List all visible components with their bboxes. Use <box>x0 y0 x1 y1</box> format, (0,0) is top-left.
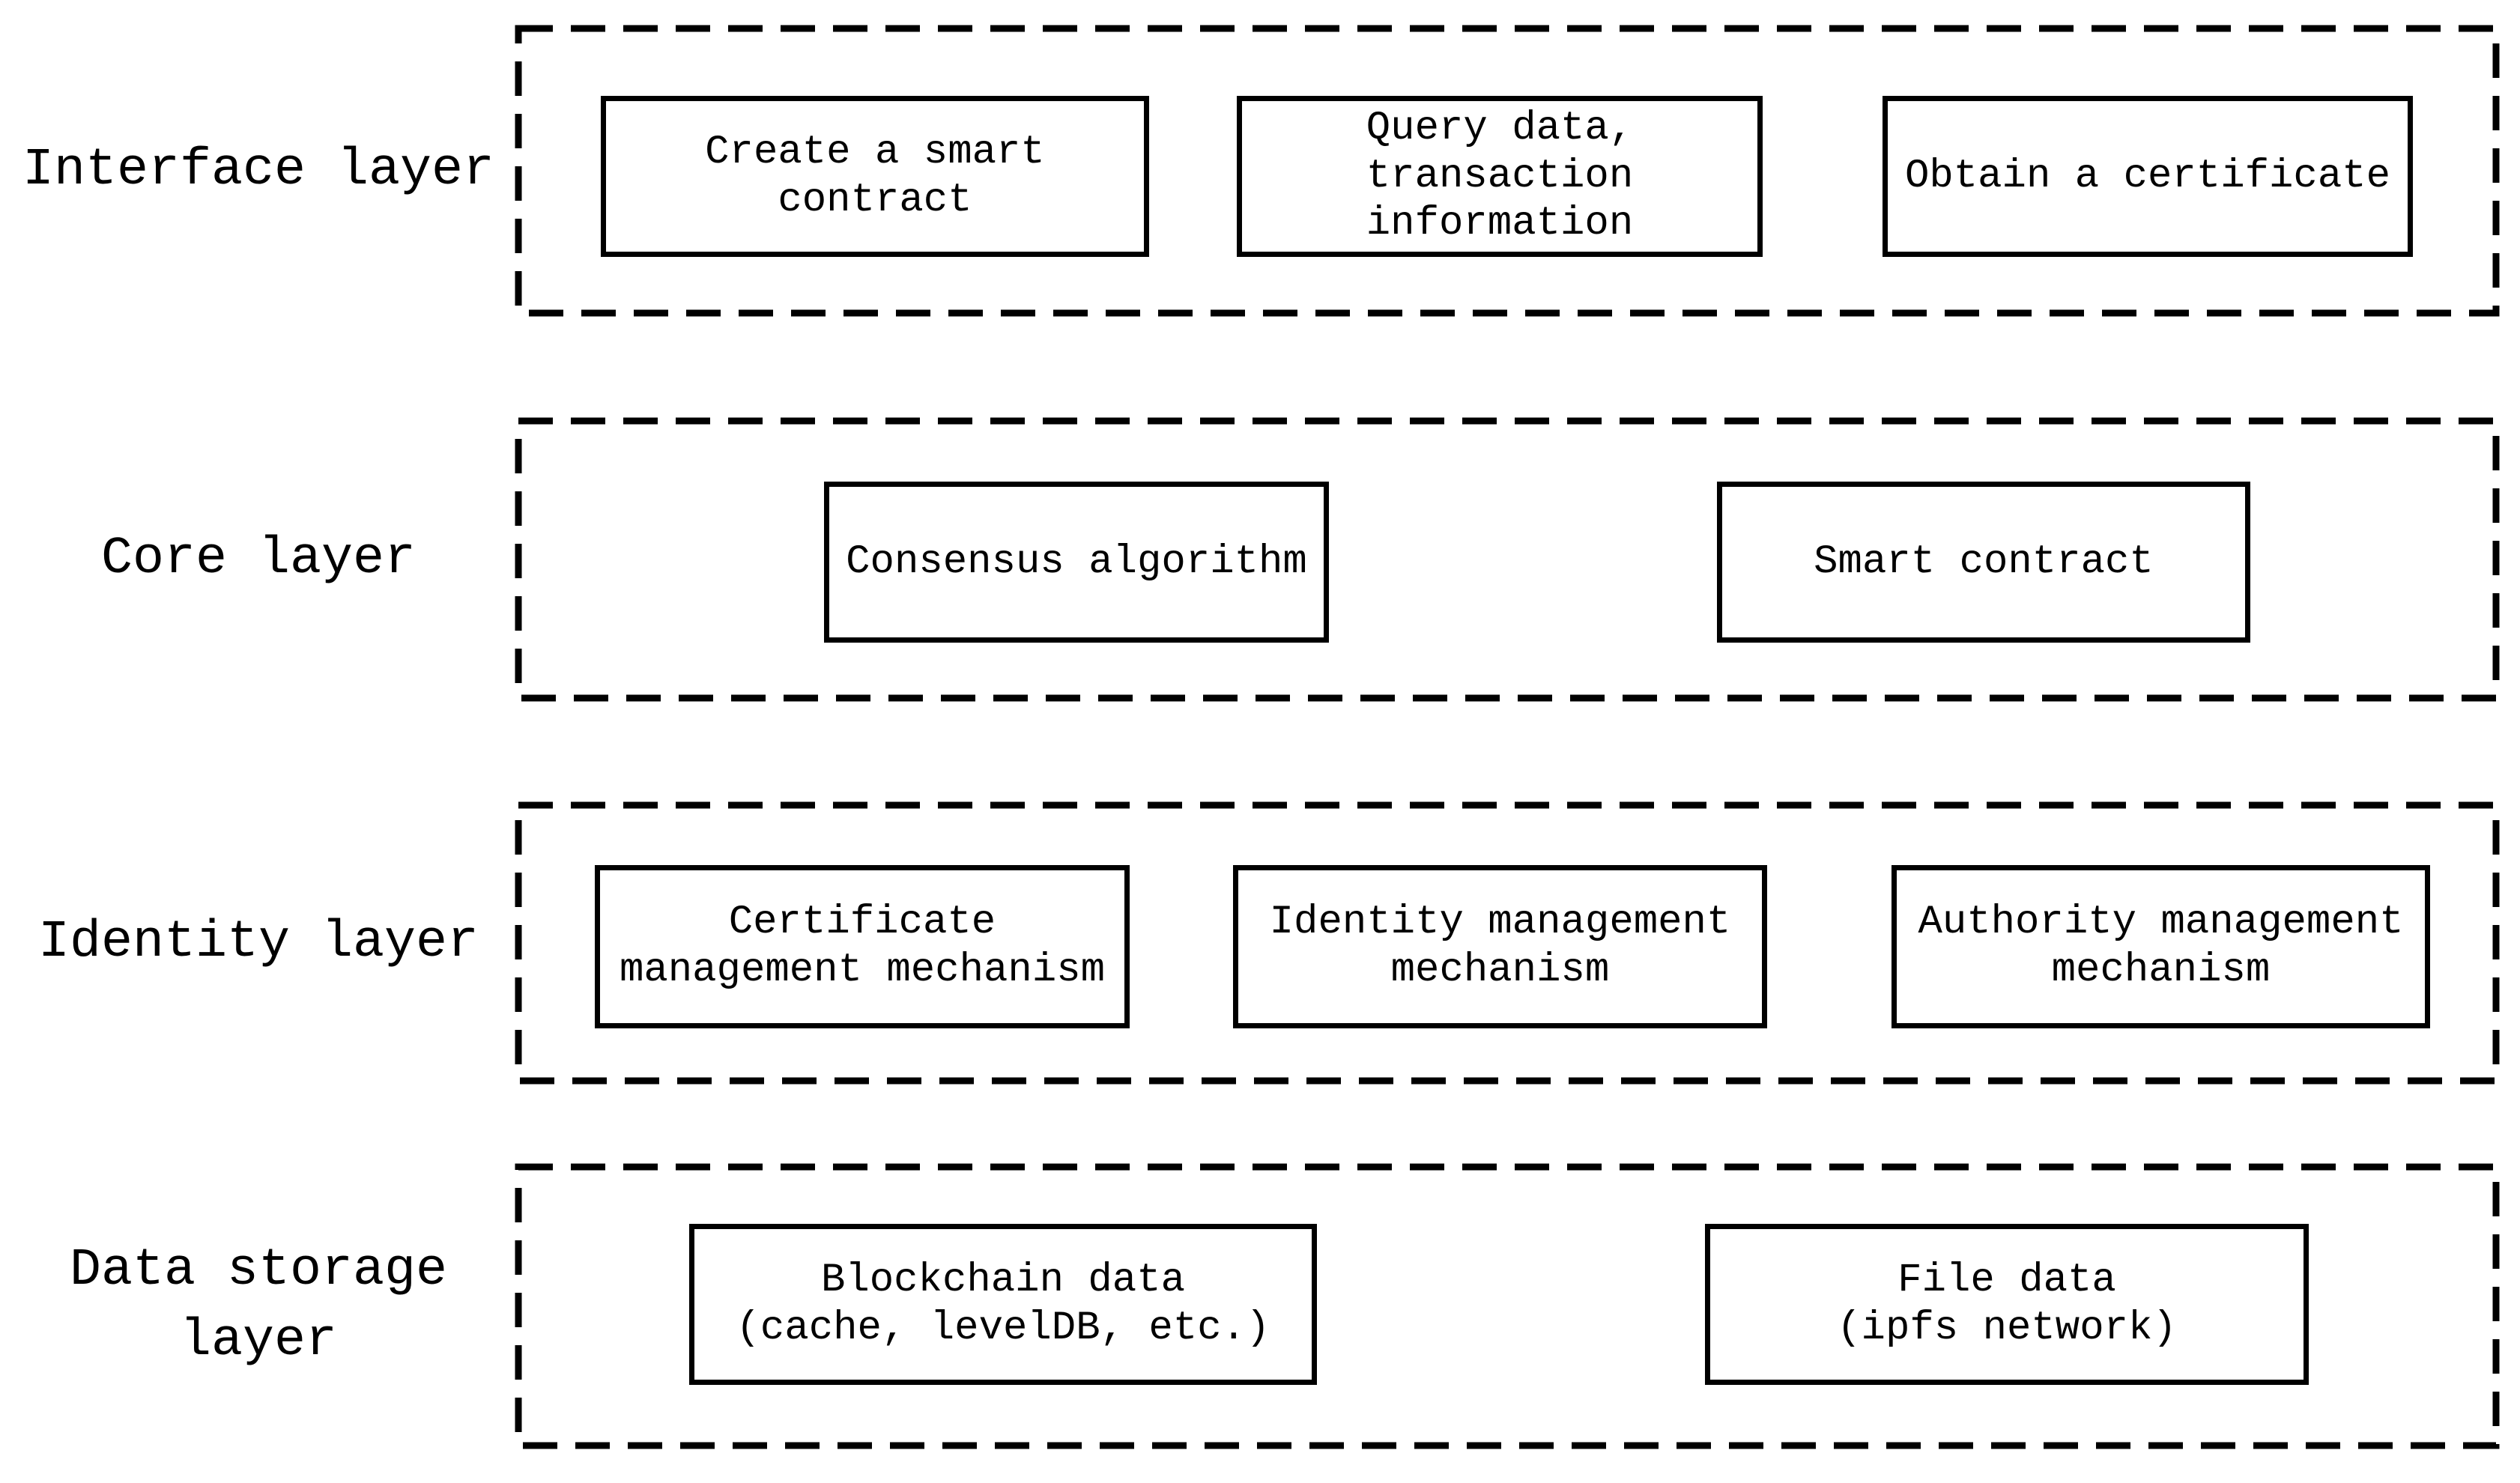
diagram-box-blockchain-data: Blockchain data (cache, levelDB, etc.) <box>689 1224 1317 1385</box>
layer-label-identity: Identity layer <box>0 801 517 1085</box>
box-label: Blockchain data (cache, levelDB, etc.) <box>736 1257 1270 1351</box>
layer-row-core: Core layer Consensus algorithm Smart con… <box>0 417 2520 702</box>
layer-label-text: Identity layer <box>37 912 479 972</box>
box-label: Consensus algorithm <box>846 539 1307 585</box>
box-label: Certificate management mechanism <box>619 900 1106 993</box>
diagram-box-consensus-algorithm: Consensus algorithm <box>824 482 1329 643</box>
layer-frame-core: Consensus algorithm Smart contract <box>515 417 2500 702</box>
box-label: Obtain a certificate <box>1904 153 2391 199</box>
layer-frame-data-storage: Blockchain data (cache, levelDB, etc.) F… <box>515 1163 2500 1449</box>
layer-frame-identity: Certificate management mechanism Identit… <box>515 801 2500 1085</box>
box-label: Smart contract <box>1814 539 2154 585</box>
dashed-border <box>515 801 2500 1085</box>
diagram-box-certificate-management: Certificate management mechanism <box>595 865 1130 1028</box>
diagram-box-identity-management: Identity management mechanism <box>1233 865 1767 1028</box>
box-label: Identity management mechanism <box>1269 900 1731 993</box>
layer-row-data-storage: Data storage layer Blockchain data (cach… <box>0 1163 2520 1449</box>
diagram-box-obtain-certificate: Obtain a certificate <box>1883 96 2413 257</box>
box-label: Create a smart contract <box>705 129 1045 223</box>
layer-label-core: Core layer <box>0 417 517 702</box>
layer-label-text: Core layer <box>100 529 417 589</box>
layer-label-data-storage: Data storage layer <box>0 1163 517 1449</box>
layer-label-text: Interface layer <box>22 140 495 200</box>
box-label: File data (ipfs network) <box>1837 1257 2177 1351</box>
layer-row-identity: Identity layer Certificate management me… <box>0 801 2520 1085</box>
diagram-box-authority-management: Authority management mechanism <box>1891 865 2430 1028</box>
layer-frame-interface: Create a smart contract Query data, tran… <box>515 25 2500 317</box>
dashed-border <box>515 1163 2500 1449</box>
diagram-box-file-data: File data (ipfs network) <box>1705 1224 2309 1385</box>
box-label: Query data, transaction information <box>1366 105 1634 247</box>
dashed-border <box>515 417 2500 702</box>
diagram-box-query-data: Query data, transaction information <box>1237 96 1763 257</box>
layer-label-text: Data storage layer <box>69 1240 448 1371</box>
layer-row-interface: Interface layer Create a smart contract … <box>0 25 2520 317</box>
diagram-box-create-smart-contract: Create a smart contract <box>601 96 1149 257</box>
diagram-box-smart-contract: Smart contract <box>1717 482 2250 643</box>
dashed-border <box>515 25 2500 317</box>
layer-label-interface: Interface layer <box>0 25 517 317</box>
box-label: Authority management mechanism <box>1918 900 2404 993</box>
